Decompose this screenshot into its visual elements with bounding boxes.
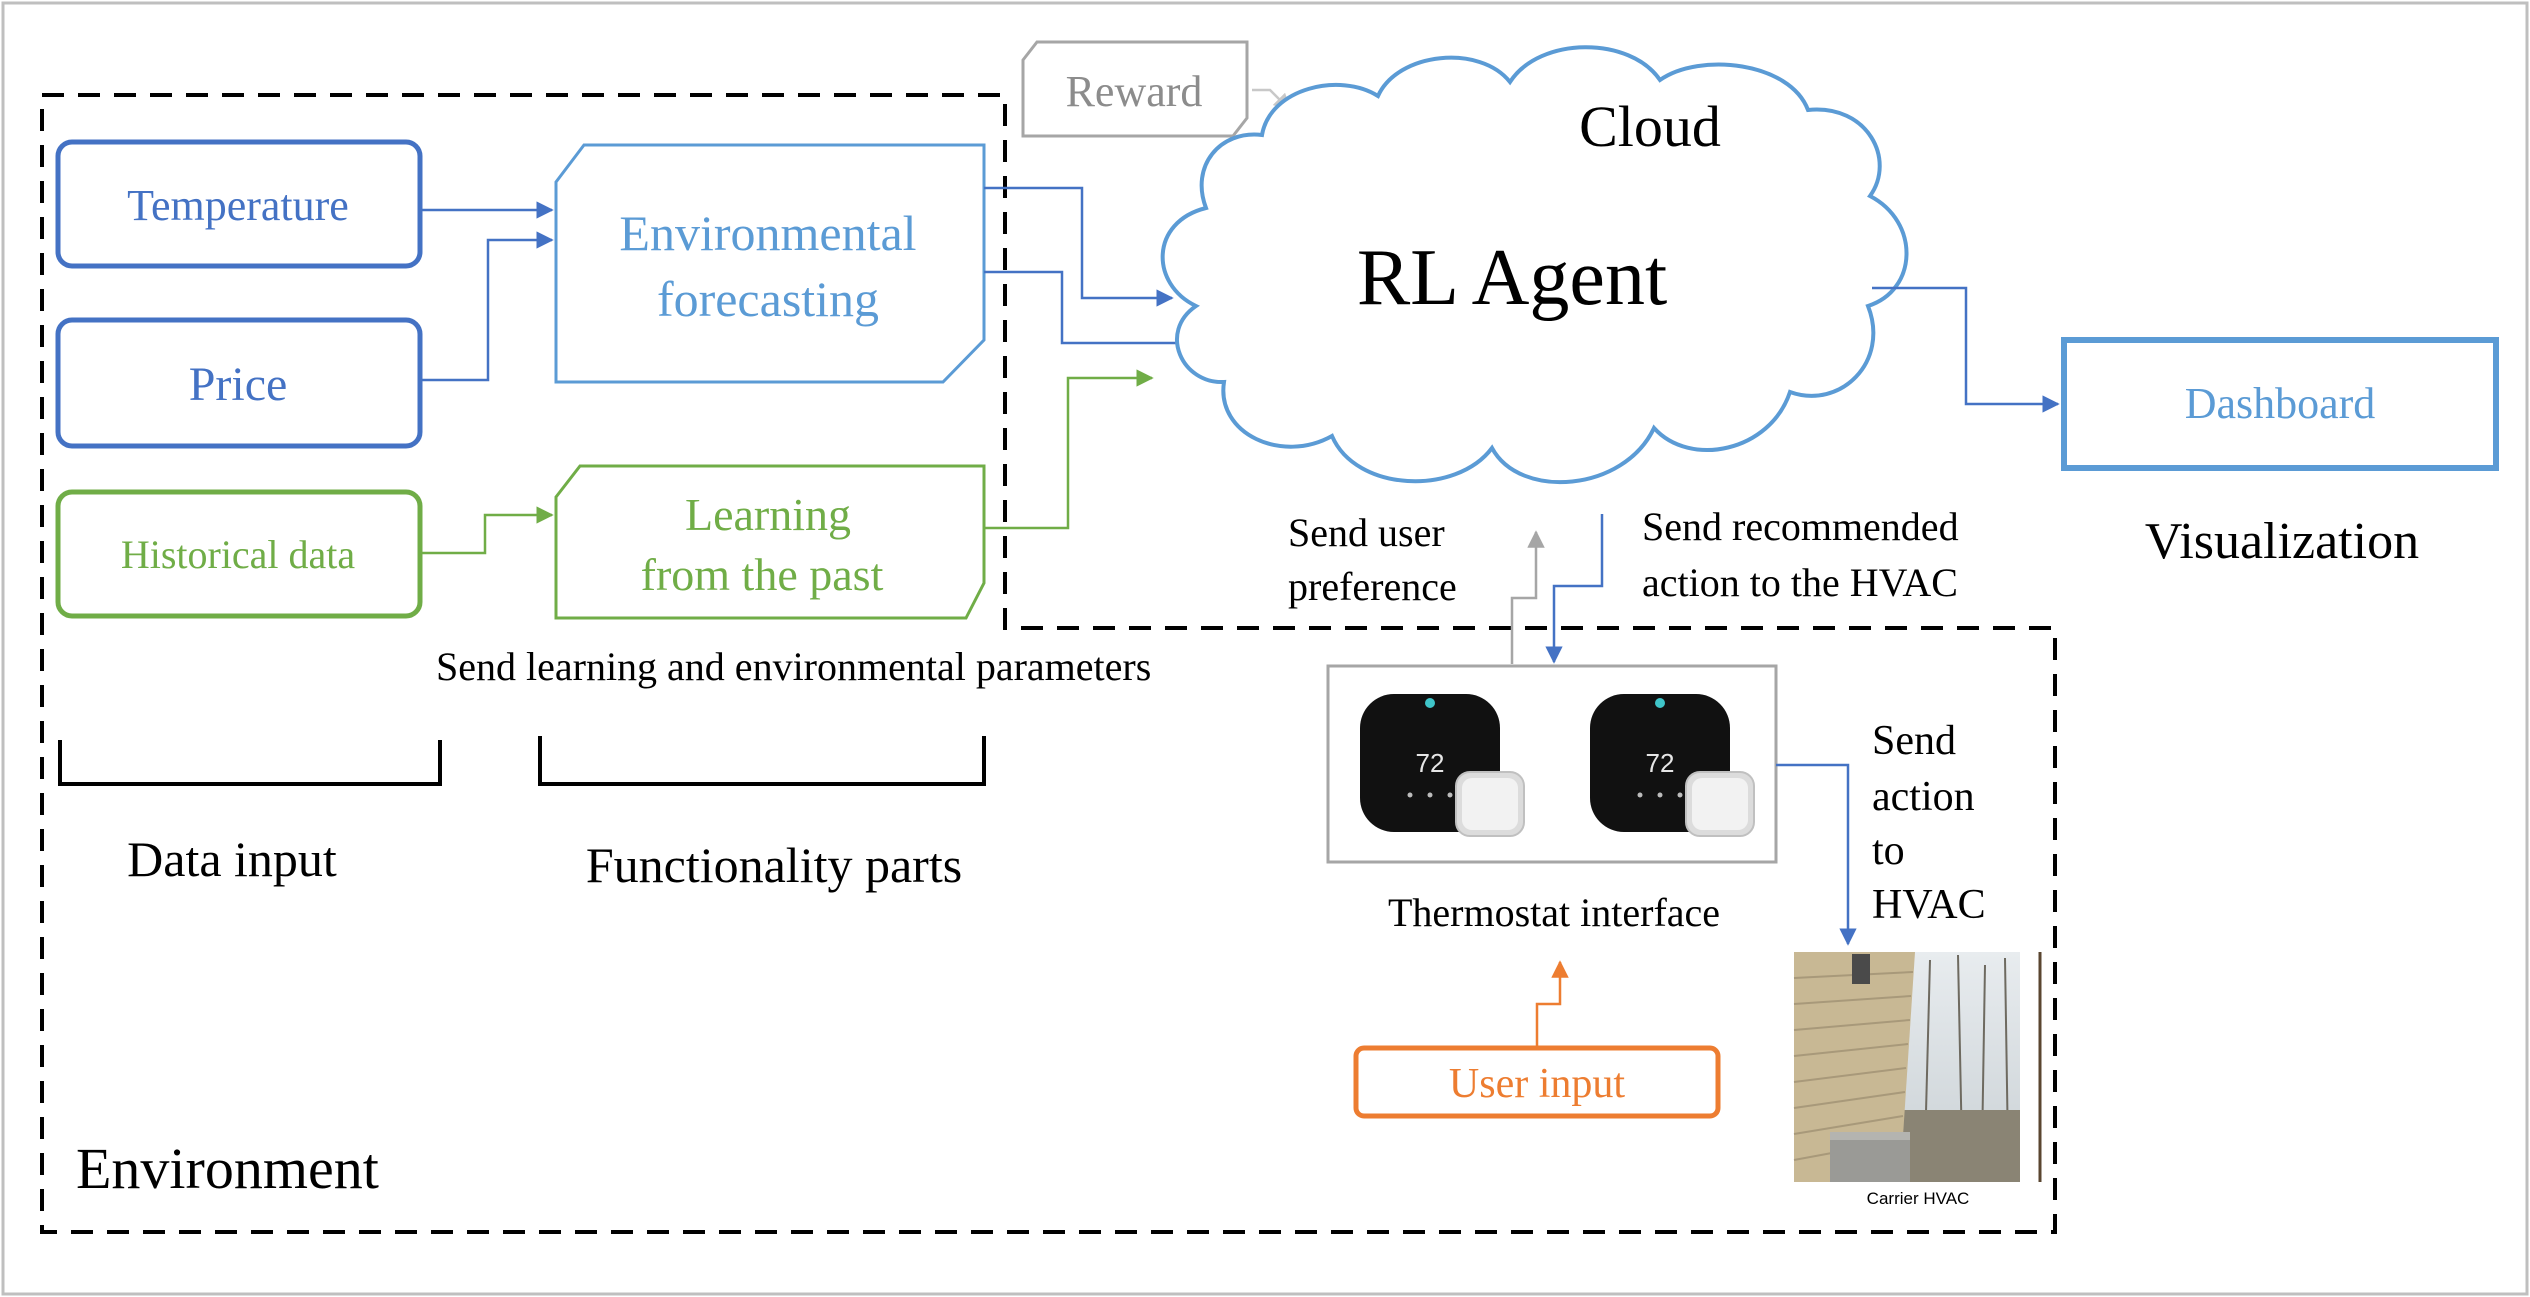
functionality-parts-label: Functionality parts (586, 837, 962, 893)
env-forecasting-label-line1: Environmental (619, 205, 916, 261)
learning-from-past-box: Learning from the past (554, 464, 986, 620)
environmental-forecasting-box: Environmental forecasting (554, 143, 986, 384)
send-action-line2: action (1872, 774, 1975, 820)
data-input-label: Data input (127, 831, 337, 887)
hvac-unit-photo (1793, 952, 2042, 1182)
thermostat-1-temp: 72 (1416, 748, 1445, 778)
learning-label-line1: Learning (685, 489, 851, 540)
temperature-label: Temperature (127, 181, 349, 230)
historical-data-box: Historical data (55, 489, 423, 619)
price-box: Price (55, 317, 423, 449)
room-sensor-icon (1685, 771, 1755, 837)
cloud-label: Cloud (1579, 94, 1721, 159)
arrow-forecast-to-agent-2 (984, 270, 1210, 352)
arrow-history-to-learning (420, 506, 554, 555)
send-recommended-line2: action to the HVAC (1642, 560, 1958, 605)
data-input-bracket (58, 740, 442, 786)
arrow-agent-to-dashboard (1872, 286, 2060, 413)
send-parameters-label: Send learning and environmental paramete… (436, 644, 1151, 689)
learning-label-line2: from the past (641, 549, 884, 600)
reward-label: Reward (1066, 67, 1203, 116)
environment-label: Environment (76, 1136, 379, 1201)
environment-boundary (40, 93, 2057, 1234)
arrow-user-input-to-thermostat (1535, 960, 1569, 1046)
reward-box: Reward (1021, 40, 1249, 138)
send-recommended-line1: Send recommended (1642, 504, 1959, 549)
arrow-learning-to-agent (984, 369, 1154, 530)
arrow-forecast-to-agent-1 (984, 186, 1174, 307)
send-user-pref-line2: preference (1288, 564, 1457, 609)
temperature-box: Temperature (55, 139, 423, 269)
price-label: Price (189, 358, 288, 411)
send-user-pref-line1: Send user (1288, 510, 1445, 555)
arrow-thermostat-to-hvac (1776, 763, 1857, 946)
dashboard-label: Dashboard (2185, 379, 2376, 428)
cloud-shape: Cloud RL Agent (1160, 45, 1909, 485)
thermostat-interface-label: Thermostat interface (1388, 890, 1720, 935)
dashboard-box: Dashboard (2061, 337, 2499, 471)
send-action-line1: Send (1872, 718, 1956, 764)
arrow-agent-to-thermostat (1545, 514, 1604, 664)
user-input-label: User input (1449, 1061, 1625, 1107)
user-input-box: User input (1353, 1045, 1721, 1119)
arrow-thermostat-to-agent (1510, 530, 1545, 664)
env-forecasting-label-line2: forecasting (657, 271, 879, 327)
arrow-price-to-forecast (420, 231, 554, 382)
carrier-hvac-caption: Carrier HVAC (1867, 1189, 1970, 1208)
historical-data-label: Historical data (121, 532, 356, 577)
room-sensor-icon (1455, 771, 1525, 837)
send-action-line3: to (1872, 828, 1905, 874)
functionality-bracket (538, 736, 986, 786)
send-action-line4: HVAC (1872, 882, 1986, 928)
visualization-label: Visualization (2145, 513, 2419, 570)
rl-agent-label: RL Agent (1357, 234, 1667, 322)
thermostat-interface-box: 72 72 (1326, 664, 1778, 864)
thermostat-2-temp: 72 (1646, 748, 1675, 778)
